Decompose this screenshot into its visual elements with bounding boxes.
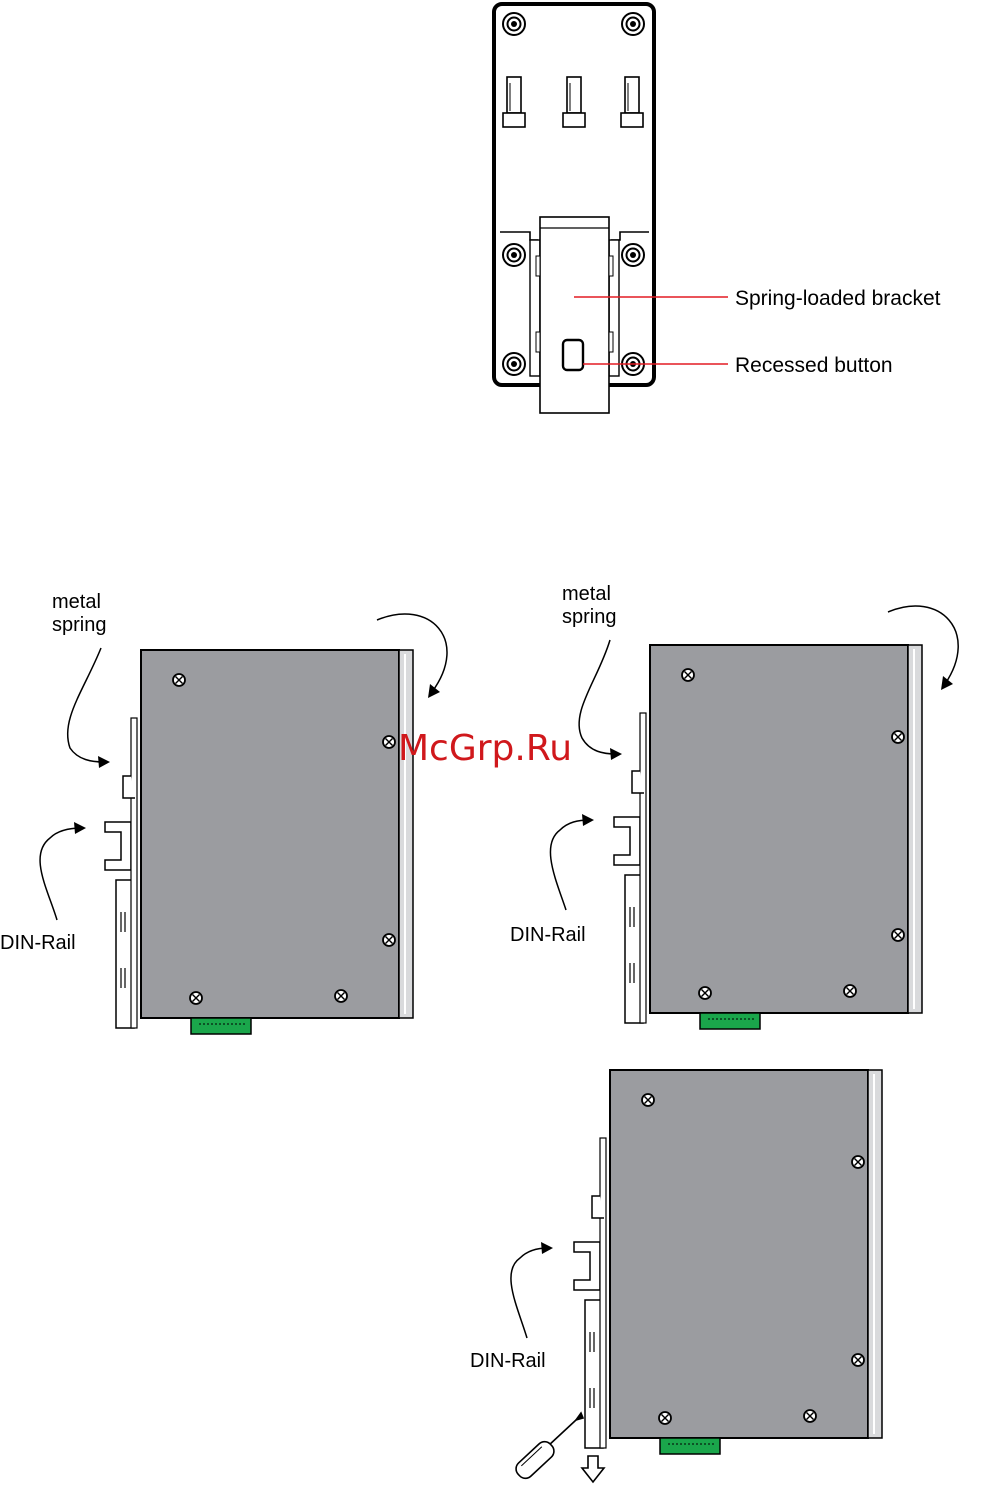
mounting-hole-icon	[503, 13, 525, 35]
metal-spring-label: spring	[52, 614, 106, 636]
rail-clip-icon	[621, 77, 643, 127]
din-rail-label: DIN-Rail	[510, 924, 586, 946]
watermark: McGrp.Ru	[398, 728, 572, 769]
spring-bracket-label: Spring-loaded bracket	[735, 287, 941, 310]
recessed-button-label: Recessed button	[735, 354, 893, 377]
metal-spring-label: metal	[52, 591, 101, 613]
screwdriver-icon	[513, 1413, 583, 1482]
metal-spring-label: metal	[562, 583, 611, 605]
mounting-hole-icon	[503, 353, 525, 375]
metal-spring-label: spring	[562, 606, 616, 628]
rail-clip-icon	[563, 77, 585, 127]
recessed-button	[563, 340, 583, 370]
down-arrow-icon	[582, 1456, 604, 1482]
mounting-hole-icon	[503, 244, 525, 266]
step-1-device	[105, 650, 413, 1034]
mounting-hole-icon	[622, 244, 644, 266]
step-2-device	[614, 645, 922, 1029]
arrow-icon	[511, 1248, 548, 1338]
din-rail-label: DIN-Rail	[470, 1350, 546, 1372]
mounting-hole-icon	[622, 13, 644, 35]
rail-clip-icon	[503, 77, 525, 127]
arrowhead-icon	[541, 1242, 553, 1254]
din-rail-label: DIN-Rail	[0, 932, 76, 954]
step-3-device	[574, 1070, 882, 1454]
din-rail-kit-rear-view: Spring-loaded bracket Recessed button	[494, 4, 941, 413]
